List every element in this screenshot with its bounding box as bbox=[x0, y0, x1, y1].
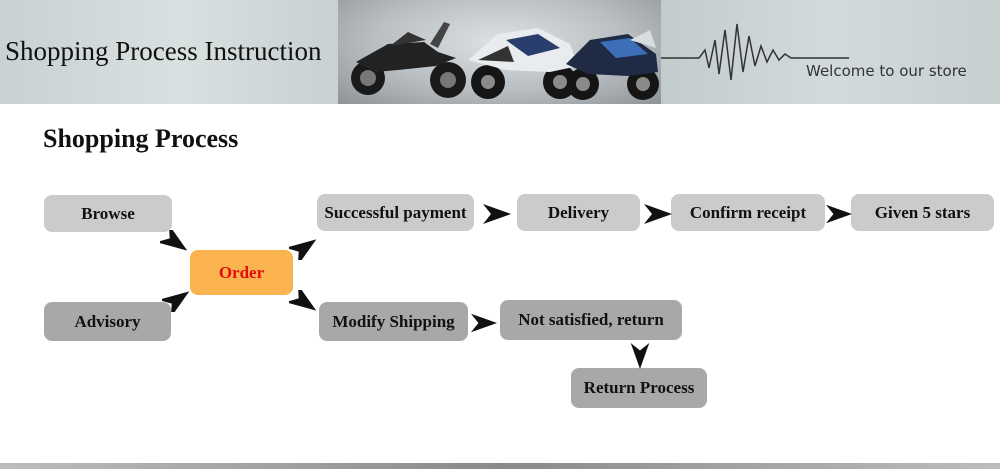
chevron-arrow-icon bbox=[644, 204, 672, 224]
step-successful-payment: Successful payment bbox=[317, 194, 474, 231]
step-order: Order bbox=[190, 250, 293, 295]
chevron-arrow-icon bbox=[160, 230, 190, 254]
banner-title: Shopping Process Instruction bbox=[5, 36, 322, 67]
step-not-satisfied-return: Not satisfied, return bbox=[500, 300, 682, 340]
step-given-5-stars: Given 5 stars bbox=[851, 194, 994, 231]
chevron-arrow-icon bbox=[162, 288, 192, 312]
step-advisory: Advisory bbox=[44, 302, 171, 341]
chevron-arrow-icon bbox=[289, 290, 319, 314]
chevron-arrow-icon bbox=[826, 204, 852, 224]
bottom-divider bbox=[0, 463, 1000, 469]
section-heading: Shopping Process bbox=[43, 124, 238, 154]
step-browse: Browse bbox=[44, 195, 172, 232]
signal-wave-graphic bbox=[661, 0, 1000, 104]
chevron-arrow-icon bbox=[471, 313, 497, 333]
chevron-arrow-icon bbox=[289, 236, 319, 260]
chevron-arrow-icon bbox=[483, 204, 511, 224]
step-modify-shipping: Modify Shipping bbox=[319, 302, 468, 341]
header-banner: Shopping Process Instruction We bbox=[0, 0, 1000, 104]
welcome-text: Welcome to our store bbox=[806, 62, 967, 80]
motorcycle-icon bbox=[338, 0, 661, 104]
step-confirm-receipt: Confirm receipt bbox=[671, 194, 825, 231]
step-return-process: Return Process bbox=[571, 368, 707, 408]
motorcycles-image bbox=[338, 0, 661, 104]
step-delivery: Delivery bbox=[517, 194, 640, 231]
chevron-arrow-icon bbox=[630, 343, 650, 369]
